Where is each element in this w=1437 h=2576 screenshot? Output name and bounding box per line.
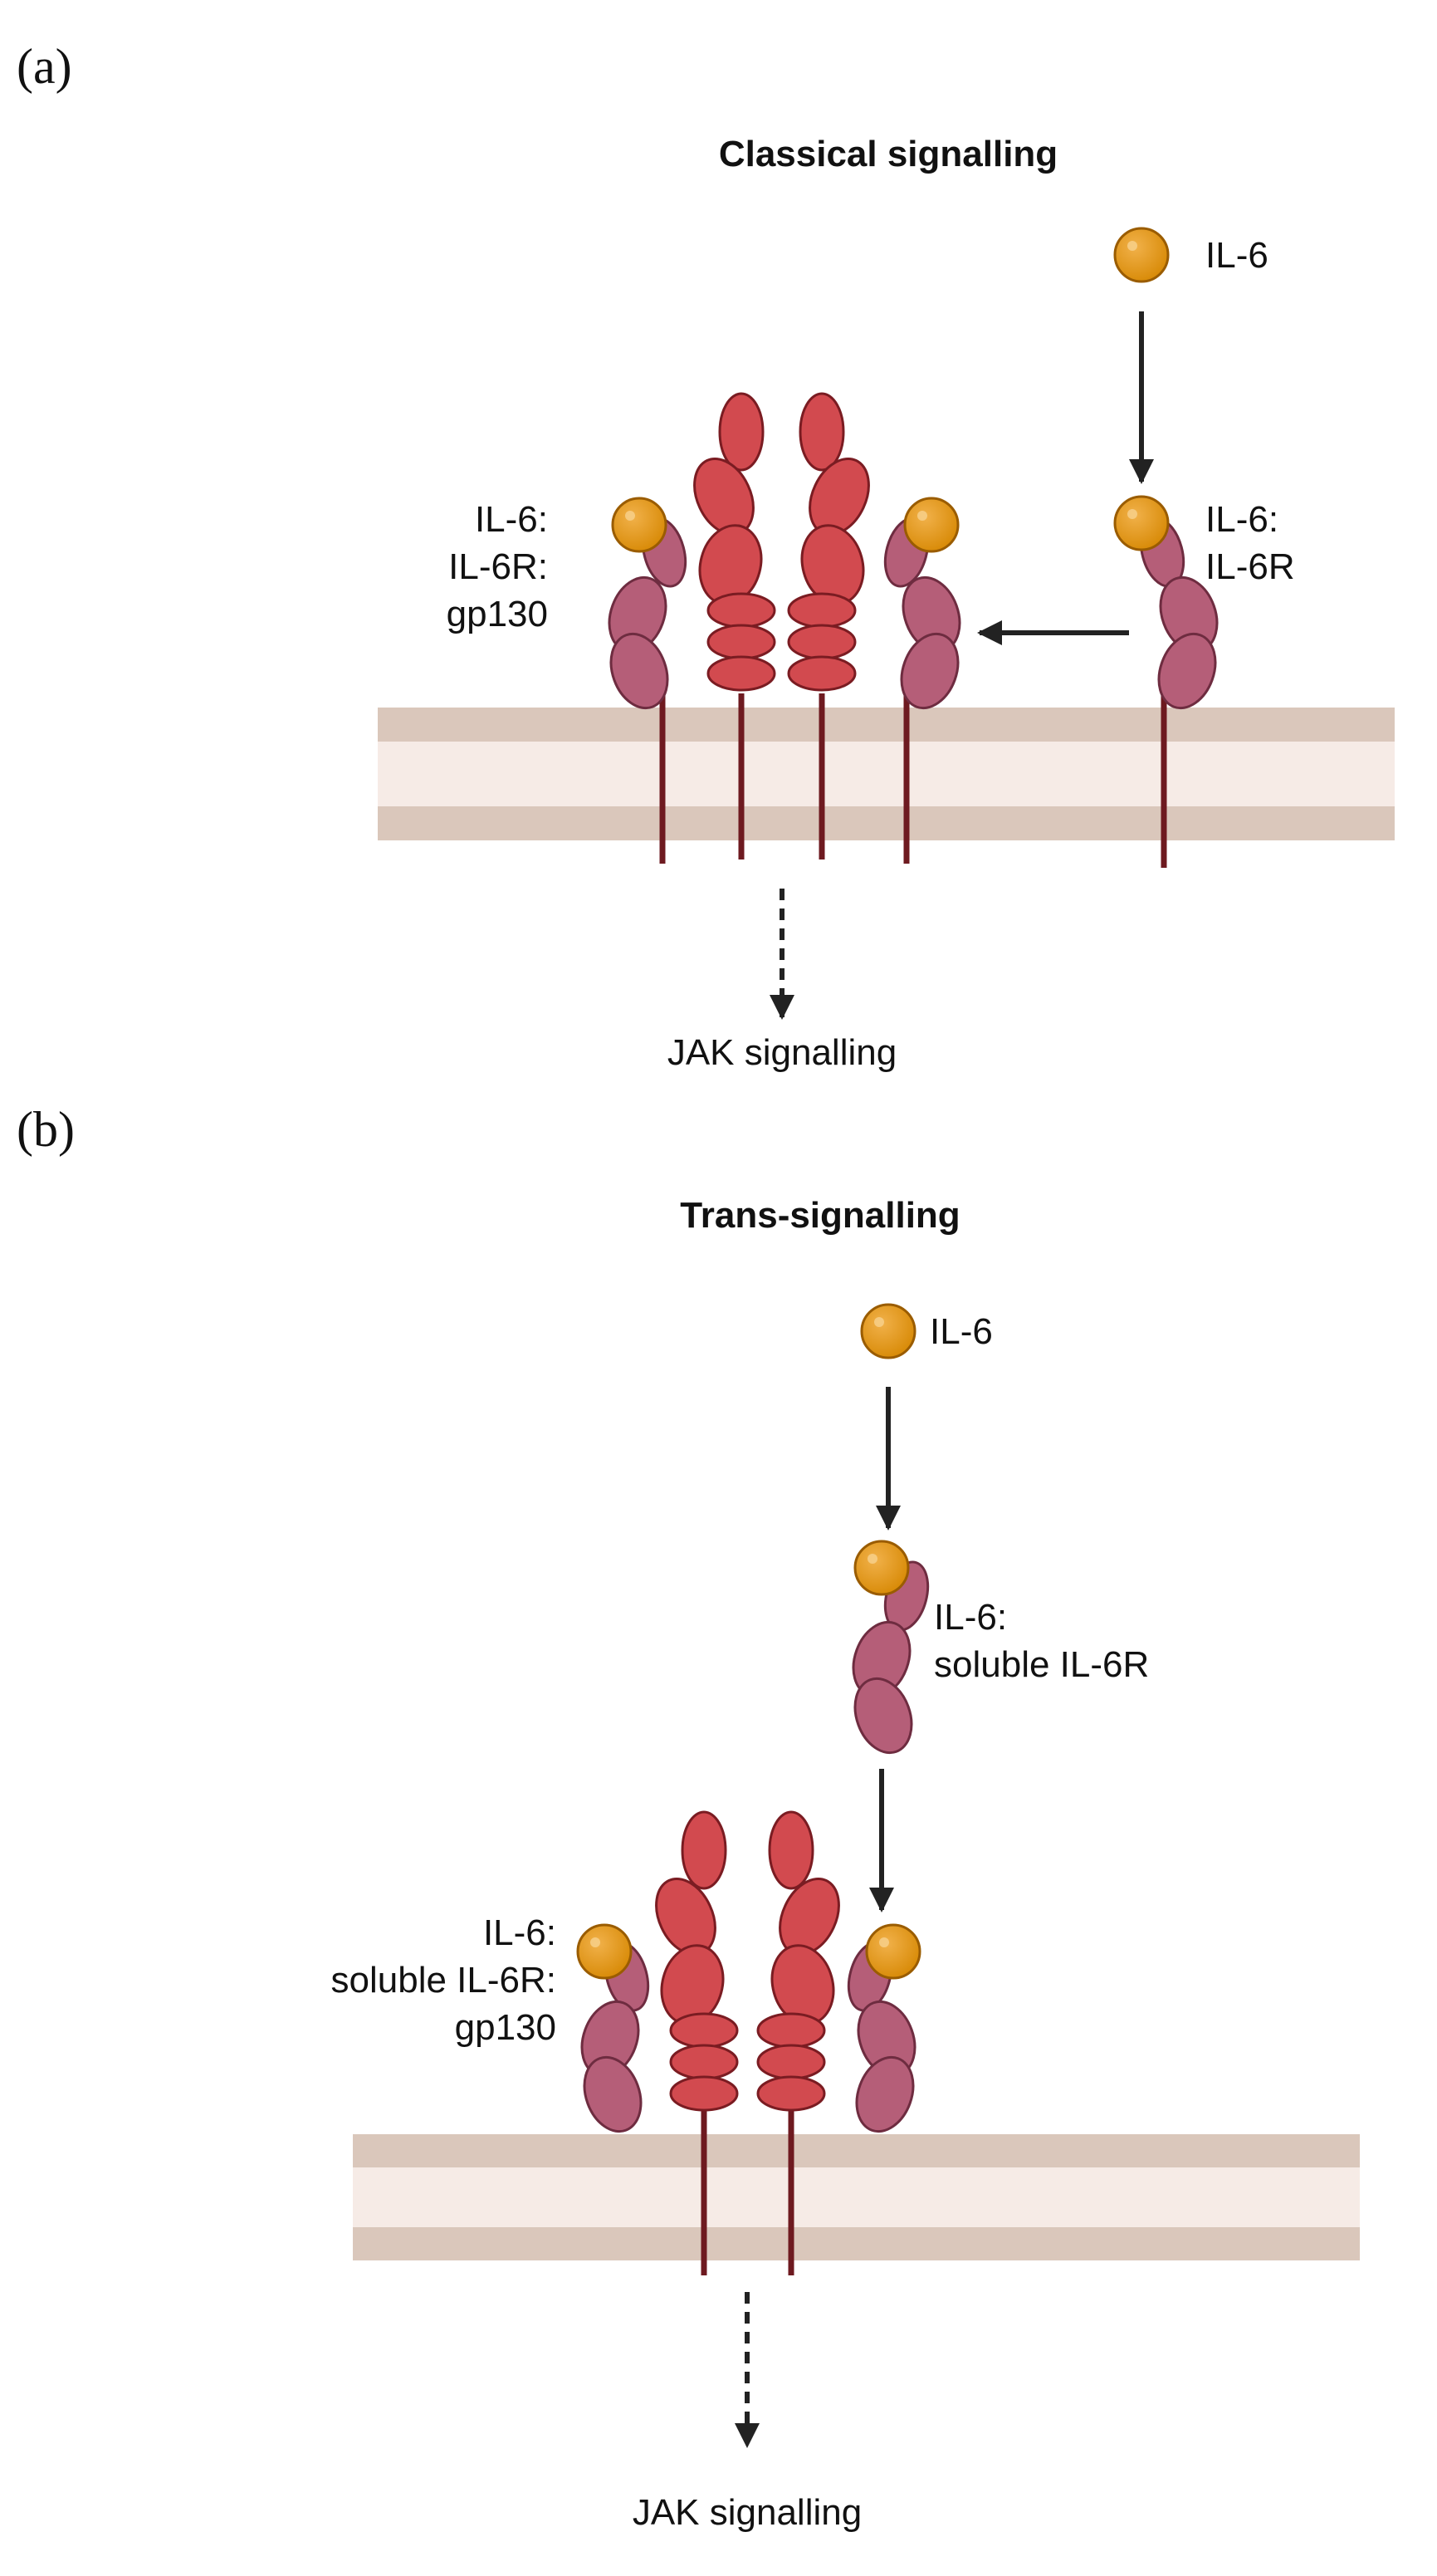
gp130-right-b [756, 1810, 840, 2275]
panel-b-title: Trans-signalling [680, 1195, 960, 1236]
soluble-il6r-left-b [576, 1923, 650, 2133]
panel-a: (a) Classical signalling IL-6 IL-6: IL-6… [17, 39, 1395, 1073]
il6r-left-a [608, 497, 687, 864]
complex-label-a-line2: IL-6R: [448, 546, 548, 587]
soluble-il6r-complex-b [852, 1540, 930, 1755]
gp130-right-a [787, 392, 870, 859]
complex-label-b-line3: gp130 [455, 2007, 556, 2048]
soluble-complex-label-b-line1: IL-6: [934, 1597, 1007, 1638]
soluble-il6r-right-b [847, 1923, 921, 2133]
complex-label-a-line3: gp130 [447, 594, 548, 634]
il6-label-b: IL-6 [930, 1311, 993, 1352]
soluble-complex-label-b-line2: soluble IL-6R [934, 1644, 1149, 1685]
jak-label-b: JAK signalling [633, 2492, 862, 2533]
il6r-far-left-a [883, 497, 961, 864]
panel-a-title: Classical signalling [719, 134, 1058, 174]
panel-a-label: (a) [17, 39, 72, 94]
il6-ligand-free-b [860, 1303, 916, 1359]
il6-il6r-label-a-line2: IL-6R [1205, 546, 1295, 587]
il6-il6r-label-a-line1: IL-6: [1205, 499, 1278, 540]
complex-label-a-line1: IL-6: [475, 499, 548, 540]
cell-membrane-b [353, 2134, 1360, 2260]
complex-label-b-line2: soluble IL-6R: [331, 1960, 556, 2001]
complex-label-b-line1: IL-6: [483, 1912, 556, 1953]
il6-label-a: IL-6 [1205, 235, 1268, 276]
cell-membrane-a [378, 708, 1395, 840]
membrane-il6r-complex-a [1113, 495, 1219, 868]
gp130-left-b [655, 1810, 739, 2275]
gp130-left-a [693, 392, 776, 859]
panel-b: (b) Trans-signalling IL-6 IL-6: soluble … [17, 1102, 1360, 2533]
il6-ligand-free-a [1113, 227, 1170, 283]
panel-b-label: (b) [17, 1102, 75, 1157]
jak-label-a: JAK signalling [667, 1032, 897, 1073]
